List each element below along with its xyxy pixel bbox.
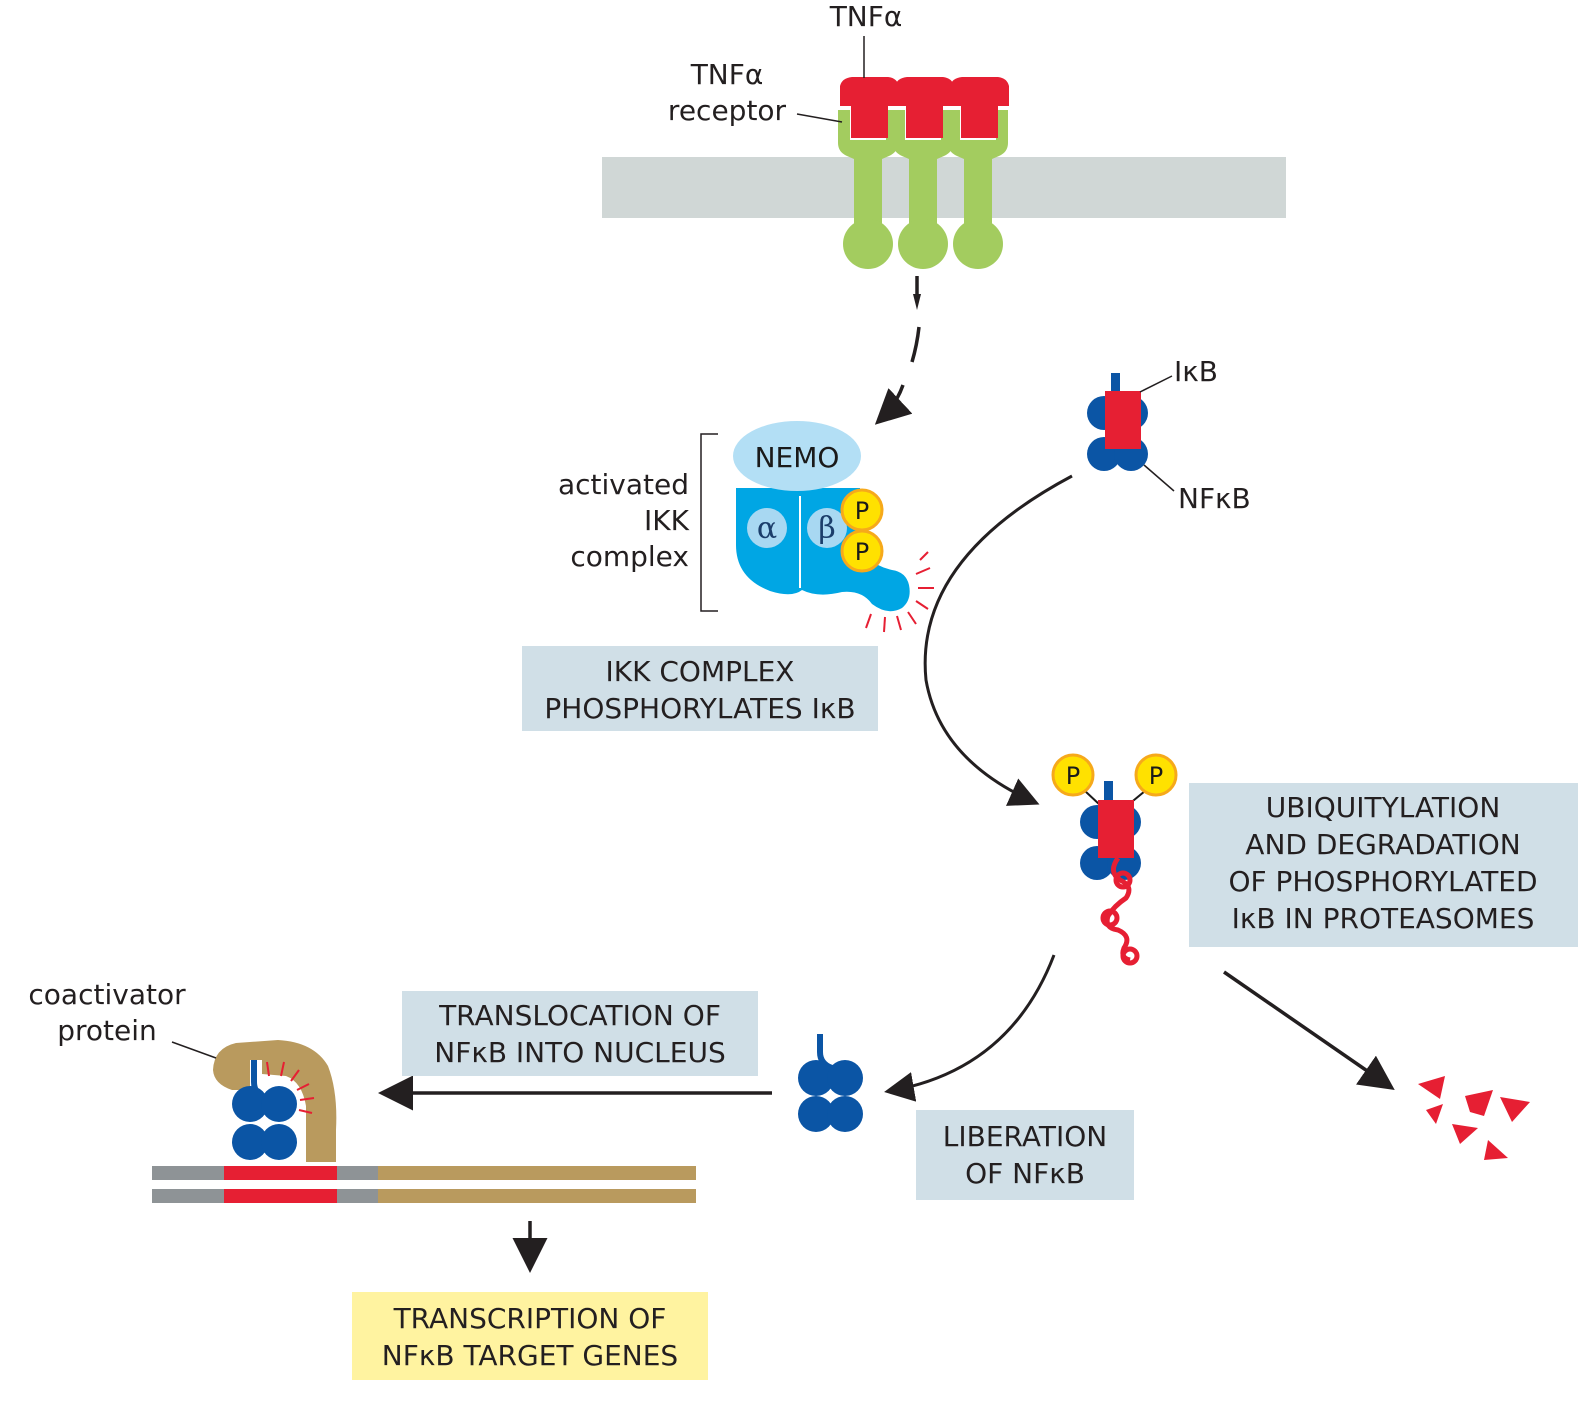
bound-nfkb [232, 1060, 297, 1160]
activated-ikk-label-line2: IKK [644, 504, 690, 537]
beta-label: β [818, 511, 835, 546]
caption-line: TRANSLOCATION OF [438, 999, 721, 1032]
nfkb-label: NFκB [1178, 482, 1251, 515]
coactivator-label-line1: coactivator [28, 978, 186, 1011]
phosphate-group: P [840, 529, 884, 573]
caption-line: AND DEGRADATION [1245, 828, 1520, 861]
caption-line: IKK COMPLEX [606, 655, 795, 688]
dna-double-strand [152, 1166, 696, 1203]
activity-burst [865, 551, 934, 633]
ikk-alpha-subunit [747, 508, 787, 548]
ikb-leader-line [1139, 375, 1173, 393]
phosphorylation-arrow [923, 474, 1073, 806]
phosphate-group: P [1051, 753, 1095, 797]
caption-line: NFκB INTO NUCLEUS [434, 1036, 725, 1069]
phosphorylated-ikb-nfkb: P P [1051, 753, 1178, 966]
caption-ikk-phosphorylates: IKK COMPLEX PHOSPHORYLATES IκB [522, 646, 878, 731]
cell-membrane [602, 157, 1286, 218]
caption-ubiquitylation: UBIQUITYLATION AND DEGRADATION OF PHOSPH… [1189, 783, 1578, 947]
ikb-nfkb-complex [1087, 373, 1148, 471]
tnfa-receptor [948, 110, 1008, 269]
degradation-arrow [1223, 970, 1395, 1090]
phosphate-label: P [855, 538, 869, 566]
caption-liberation: LIBERATION OF NFκB [916, 1110, 1134, 1200]
ikk-complex: α β NEMO P P [733, 421, 934, 633]
ikk-bracket [700, 433, 718, 612]
nemo-label: NEMO [755, 441, 840, 474]
liberation-arrow [884, 954, 1056, 1102]
degraded-ikb-fragments [1418, 1076, 1530, 1160]
ikk-beta-subunit [807, 508, 847, 548]
caption-line: LIBERATION [943, 1120, 1107, 1153]
tnfa-label: TNFα [829, 0, 903, 33]
signal-arrow [874, 276, 921, 425]
nemo-subunit [733, 421, 861, 491]
caption-translocation: TRANSLOCATION OF NFκB INTO NUCLEUS [402, 991, 758, 1076]
tnfa-receptor-trimer [838, 110, 1008, 269]
caption-line: OF NFκB [965, 1157, 1085, 1190]
alpha-label: α [757, 511, 777, 546]
tnfa-receptor-label-line1: TNFα [690, 58, 764, 91]
tnfa-receptor [838, 110, 898, 269]
caption-line: NFκB TARGET GENES [382, 1339, 678, 1372]
tnfa-receptor-leader-line [796, 113, 843, 123]
phosphate-label: P [1066, 762, 1080, 790]
phosphate-label: P [855, 497, 869, 525]
caption-line: OF PHOSPHORYLATED [1228, 865, 1537, 898]
coactivator-leader-line [171, 1041, 217, 1059]
tnfa-receptor-label-line2: receptor [668, 94, 787, 127]
nfkb-leader-line [1143, 464, 1175, 492]
phosphate-group: P [1134, 753, 1178, 797]
free-nfkb [798, 1034, 863, 1132]
caption-line: UBIQUITYLATION [1266, 791, 1501, 824]
phosphate-group: P [840, 488, 884, 532]
caption-line: TRANSCRIPTION OF [393, 1302, 667, 1335]
ubiquitin-chain [1104, 856, 1132, 963]
tnfa-ligand [840, 77, 1009, 138]
tnfa-receptor [893, 110, 953, 269]
coactivator-activity-burst [266, 1061, 315, 1114]
caption-line: PHOSPHORYLATES IκB [544, 692, 855, 725]
caption-line: IκB IN PROTEASOMES [1232, 902, 1535, 935]
ikb-label: IκB [1174, 355, 1218, 388]
activated-ikk-label-line3: complex [570, 540, 689, 573]
caption-transcription: TRANSCRIPTION OF NFκB TARGET GENES [352, 1292, 708, 1380]
coactivator-protein [213, 1040, 337, 1162]
coactivator-label-line2: protein [57, 1014, 157, 1047]
phosphate-label: P [1149, 762, 1163, 790]
activated-ikk-label-line1: activated [558, 468, 689, 501]
